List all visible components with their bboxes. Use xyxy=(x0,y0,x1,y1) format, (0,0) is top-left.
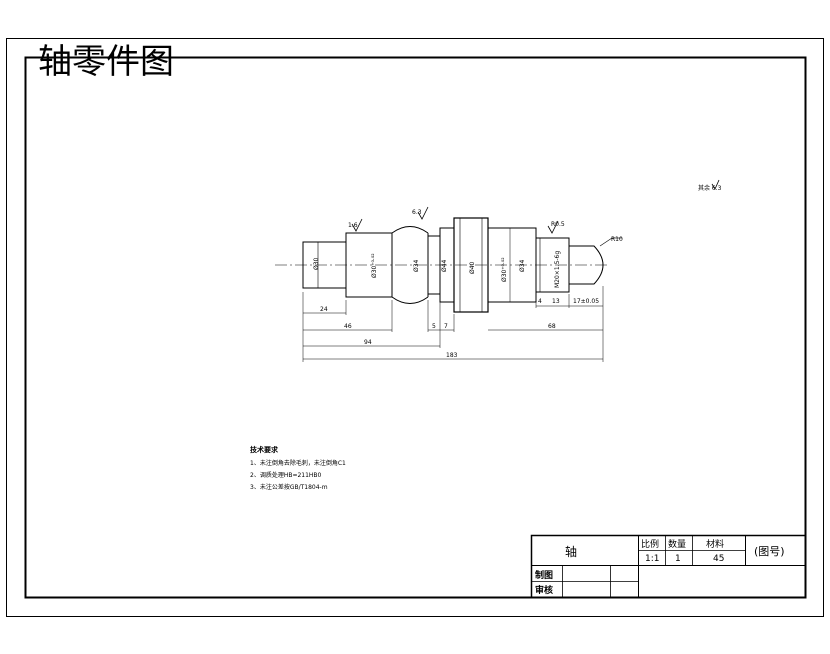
surface-note: 其余 6.3 xyxy=(698,184,722,192)
drawing-frame xyxy=(24,56,807,599)
dim-24: 24 xyxy=(320,306,328,313)
diameter-label: Ø30⁺⁰·⁰² xyxy=(371,253,378,278)
radius-label: R10 xyxy=(611,236,623,243)
dim-46: 46 xyxy=(344,323,352,330)
diameter-label: Ø34 xyxy=(413,259,420,272)
diameter-label: Ø30⁺⁰·⁰² xyxy=(501,257,508,282)
drawn-by-label: 制图 xyxy=(535,569,553,581)
page-title: 轴零件图 xyxy=(38,42,174,82)
checked-by-label: 审核 xyxy=(535,584,553,596)
diameter-label: Ø30 xyxy=(313,257,320,270)
dim-5: 5 xyxy=(432,323,436,330)
dim-94: 94 xyxy=(364,339,372,346)
roughness-1: 1.6 xyxy=(348,222,358,229)
dim-183: 183 xyxy=(446,352,458,359)
dim-68: 68 xyxy=(548,323,556,330)
material-value: 45 xyxy=(713,554,724,564)
col-scale: 比例 xyxy=(641,538,659,550)
outer-border xyxy=(6,38,824,617)
dim-17: 17±0.05 xyxy=(573,298,599,305)
dim-4: 4 xyxy=(538,298,542,305)
shaft-drawing xyxy=(275,179,720,362)
scale-value: 1:1 xyxy=(645,554,659,564)
roughness-2: 6.3 xyxy=(412,209,422,216)
diameter-label: Ø40 xyxy=(469,261,476,274)
dim-7: 7 xyxy=(444,323,448,330)
col-material: 材料 xyxy=(706,538,724,550)
diameter-label: M20×1.5-6g xyxy=(554,251,561,288)
diameter-label: Ø34 xyxy=(519,259,526,272)
dim-13: 13 xyxy=(552,298,560,305)
tech-heading: 技术要求 xyxy=(250,445,279,454)
tech-item: 1、未注倒角去除毛刺，未注倒角C1 xyxy=(250,459,346,467)
tech-requirements: 技术要求 1、未注倒角去除毛刺，未注倒角C1 2、调质处理HB=211HB0 3… xyxy=(250,445,346,491)
tech-item: 3、未注公差按GB/T1804-m xyxy=(250,483,328,491)
qty-value: 1 xyxy=(675,554,681,564)
part-name: 轴 xyxy=(565,544,577,559)
drawing-number: (图号) xyxy=(754,545,785,558)
tech-item: 2、调质处理HB=211HB0 xyxy=(250,471,322,479)
col-qty: 数量 xyxy=(668,538,686,550)
title-block xyxy=(530,534,807,599)
chamfer-label: R0.5 xyxy=(551,221,565,228)
diameter-label: Ø44 xyxy=(441,259,448,272)
